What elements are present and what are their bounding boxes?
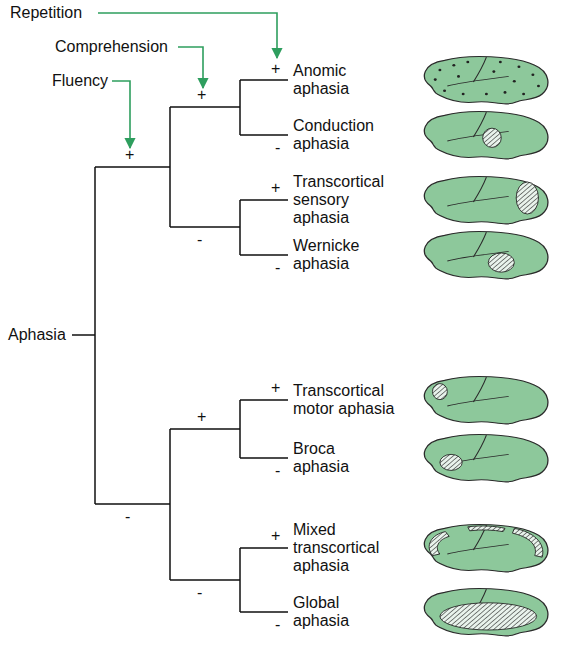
sign: +	[271, 60, 280, 78]
sign: +	[197, 408, 206, 426]
sign: -	[197, 584, 202, 602]
sign: -	[125, 508, 130, 526]
axis-label: Fluency	[52, 72, 108, 90]
sign: -	[275, 259, 280, 277]
axis-label: Repetition	[10, 4, 82, 22]
sign: +	[197, 86, 206, 104]
aphasia-type: Mixed transcortical aphasia	[293, 521, 395, 575]
sign: -	[197, 231, 202, 249]
root-label: Aphasia	[8, 326, 66, 344]
sign: +	[125, 146, 134, 164]
aphasia-type: Anomic aphasia	[293, 62, 395, 98]
aphasia-type: Transcortical motor aphasia	[293, 382, 395, 418]
aphasia-type: Wernicke aphasia	[293, 237, 395, 273]
aphasia-type: Conduction aphasia	[293, 117, 395, 153]
decision-tree	[72, 80, 288, 612]
sign: +	[271, 527, 280, 545]
aphasia-type: Broca aphasia	[293, 440, 395, 476]
aphasia-type: Global aphasia	[293, 594, 395, 630]
sign: +	[271, 379, 280, 397]
brain-illustrations	[424, 57, 547, 636]
sign: -	[275, 616, 280, 634]
aphasia-type: Transcortical sensory aphasia	[293, 173, 395, 227]
axis-label: Comprehension	[55, 38, 168, 56]
sign: -	[275, 139, 280, 157]
sign: -	[275, 462, 280, 480]
sign: +	[271, 179, 280, 197]
